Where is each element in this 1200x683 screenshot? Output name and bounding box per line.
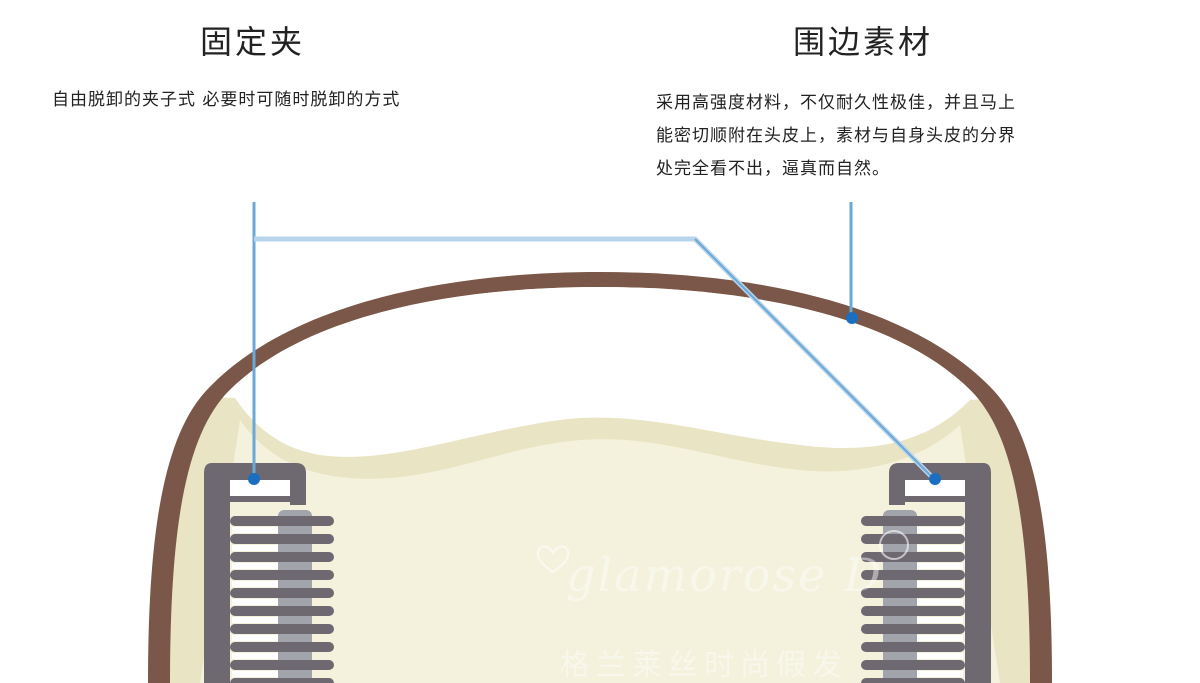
leader-lines (252, 202, 937, 482)
edge-description-line: 处完全看不出，逼真而自然。 (656, 159, 890, 179)
watermark-chinese: 格兰莱丝时尚假发 (560, 648, 848, 683)
right-clip (861, 463, 991, 683)
clip-title: 固定夹 (200, 23, 306, 61)
registered-icon (879, 530, 909, 560)
watermark-script: glamorose D (566, 548, 883, 602)
clip-marker (929, 473, 941, 485)
edge-description-line: 能密切顺附在头皮上，素材与自身头皮的分界 (656, 126, 1016, 146)
edge-material-marker (846, 312, 858, 324)
clip-description: 自由脱卸的夹子式 必要时可随时脱卸的方式 (52, 90, 401, 110)
heart-icon (536, 545, 570, 574)
edge-material-description: 采用高强度材料，不仅耐久性极佳，并且马上 能密切顺附在头皮上，素材与自身头皮的分… (656, 87, 1086, 186)
edge-description-line: 采用高强度材料，不仅耐久性极佳，并且马上 (656, 93, 1016, 113)
edge-material-title: 围边素材 (793, 23, 934, 61)
clip-marker (248, 473, 260, 485)
cap-inner-panel (200, 420, 1000, 683)
left-clip (204, 463, 334, 683)
